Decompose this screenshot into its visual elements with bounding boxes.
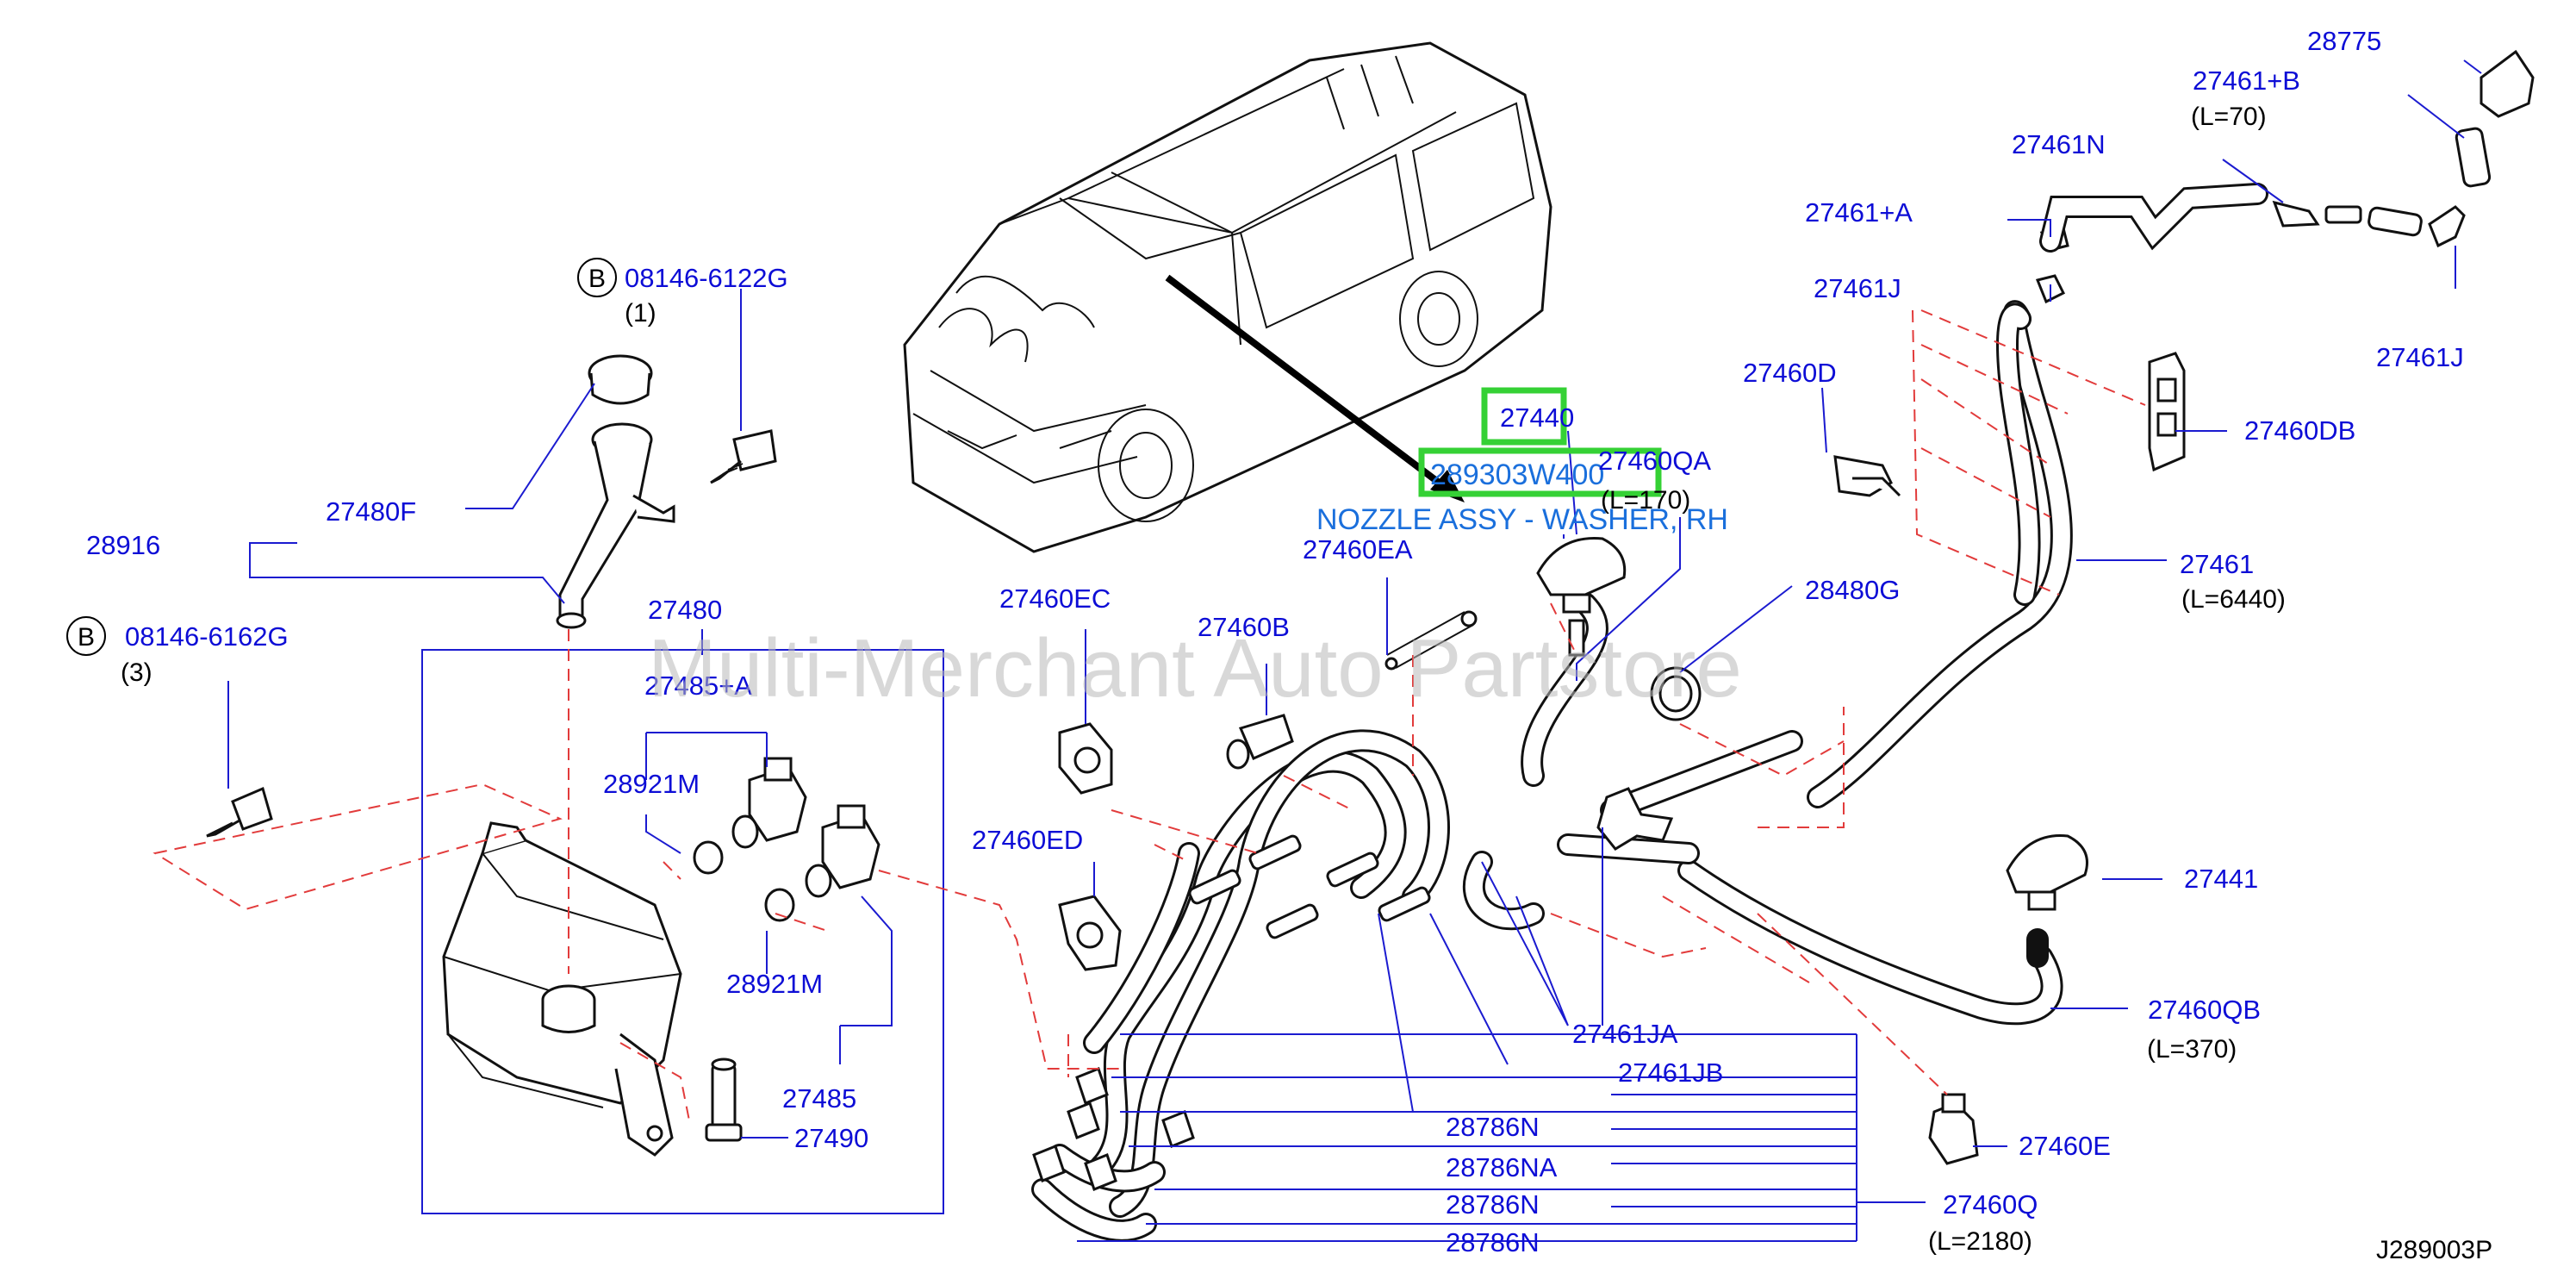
vehicle-illustration	[903, 41, 1552, 553]
part-label-27480[interactable]: 27480	[648, 595, 722, 625]
part-label-27461JA[interactable]: 27461JA	[1572, 1019, 1678, 1049]
clip-27460D-icon	[1833, 455, 1901, 497]
length-label-27460Q: (L=2180)	[1928, 1227, 2032, 1256]
part-label-28916[interactable]: 28916	[86, 530, 160, 560]
part-label-28921M-top[interactable]: 28921M	[603, 769, 700, 799]
reservoir-group-frame	[421, 649, 944, 1214]
part-label-289303W400[interactable]: 289303W400	[1430, 459, 1604, 491]
washer-pump-upper-icon	[693, 757, 807, 875]
part-label-27460QB[interactable]: 27460QB	[2148, 995, 2261, 1025]
clip-27460E-icon	[1928, 1093, 1979, 1165]
washer-nozzle-rh-icon	[1536, 537, 1627, 657]
part-label-27461B[interactable]: 27461+B	[2193, 66, 2300, 96]
reference-dash-lines	[152, 309, 2146, 1121]
part-label-28480G[interactable]: 28480G	[1805, 575, 1900, 605]
part-label-27460B[interactable]: 27460B	[1198, 612, 1290, 642]
rear-joints-icon	[2035, 183, 2466, 304]
part-label-27461JB[interactable]: 27461JB	[1618, 1058, 1723, 1088]
part-label-08146-6122G[interactable]: 08146-6122G	[625, 263, 788, 293]
qty-label-bolt-left: (3)	[121, 658, 152, 687]
circle-b-left-label: B	[78, 623, 95, 652]
circle-b-top-label: B	[588, 265, 606, 293]
part-label-27461J-left[interactable]: 27461J	[1814, 273, 1901, 303]
watermark: Multi-Merchant Auto Partstore	[648, 622, 1742, 714]
connectors	[1032, 787, 1674, 1191]
part-label-27485A[interactable]: 27485+A	[644, 671, 752, 701]
part-labels: 08146-6122G (1) 08146-6162G (3) 28916 27…	[86, 26, 2492, 1264]
part-label-28786N-2[interactable]: 28786N	[1446, 1189, 1540, 1220]
callout-arrow	[1165, 274, 1459, 499]
part-label-28775[interactable]: 28775	[2307, 26, 2381, 56]
length-label-27460QB: (L=370)	[2147, 1035, 2237, 1064]
part-label-27460DB[interactable]: 27460DB	[2244, 415, 2355, 446]
qty-label-bolt-top: (1)	[625, 299, 656, 328]
part-label-28786N-3[interactable]: 28786N	[1446, 1227, 1540, 1257]
grommet-27460B-icon	[1226, 714, 1294, 770]
nozzle-description: NOZZLE ASSY - WASHER, RH	[1316, 503, 1728, 536]
length-label-27460QA: (L=170)	[1601, 486, 1690, 515]
circle-b-top: B	[577, 258, 617, 297]
part-label-27461A[interactable]: 27461+A	[1805, 197, 1913, 228]
part-label-27441[interactable]: 27441	[2184, 864, 2258, 894]
filler-cap-icon	[588, 354, 653, 405]
part-label-28921M-bottom[interactable]: 28921M	[726, 969, 823, 999]
part-label-27461N[interactable]: 27461N	[2012, 129, 2106, 159]
washer-pump-lower-icon	[764, 804, 880, 922]
part-label-27460QA[interactable]: 27460QA	[1598, 446, 1711, 476]
washer-nozzle-27441-icon	[2006, 834, 2088, 911]
circle-b-left: B	[66, 616, 106, 656]
part-label-27461[interactable]: 27461	[2180, 549, 2254, 579]
part-label-27460E[interactable]: 27460E	[2019, 1131, 2111, 1161]
hose-bundle	[1031, 300, 2073, 1242]
part-label-28786N-1[interactable]: 28786N	[1446, 1112, 1540, 1142]
bolt-left-icon	[206, 786, 273, 838]
length-label-27461: (L=6440)	[2181, 585, 2286, 614]
part-label-27490[interactable]: 27490	[794, 1123, 868, 1153]
diagram-code: J289003P	[2376, 1236, 2492, 1264]
part-label-27440[interactable]: 27440	[1500, 402, 1574, 433]
leader-lines	[227, 59, 2482, 1242]
part-label-27460D[interactable]: 27460D	[1743, 358, 1837, 388]
clip-27460EC-icon	[1058, 722, 1113, 795]
part-label-27460EA[interactable]: 27460EA	[1303, 534, 1413, 565]
part-label-28786NA[interactable]: 28786NA	[1446, 1152, 1558, 1182]
filter-27490-icon	[705, 1058, 743, 1142]
washer-tank-icon	[442, 821, 682, 1157]
clip-27460DB-icon	[2148, 352, 2186, 472]
part-label-27460ED[interactable]: 27460ED	[972, 825, 1083, 855]
part-label-27460Q[interactable]: 27460Q	[1943, 1189, 2038, 1220]
clip-27460EA-icon	[1384, 610, 1478, 671]
rear-nozzle-28775-icon	[2455, 49, 2535, 188]
highlight-27440	[1481, 387, 1567, 446]
part-label-08146-6162G[interactable]: 08146-6162G	[125, 621, 289, 652]
length-label-27461B: (L=70)	[2191, 103, 2267, 131]
bolt-top-icon	[710, 429, 777, 484]
grommet-28480G-icon	[1650, 666, 1702, 721]
highlight-289303W400	[1418, 447, 1662, 497]
filler-neck-icon	[556, 422, 675, 629]
part-label-27460EC[interactable]: 27460EC	[999, 583, 1111, 614]
clip-27460ED-icon	[1058, 895, 1122, 971]
part-label-27480F[interactable]: 27480F	[326, 496, 416, 527]
part-label-27461J-right[interactable]: 27461J	[2376, 342, 2464, 372]
part-label-27485[interactable]: 27485	[782, 1083, 856, 1114]
